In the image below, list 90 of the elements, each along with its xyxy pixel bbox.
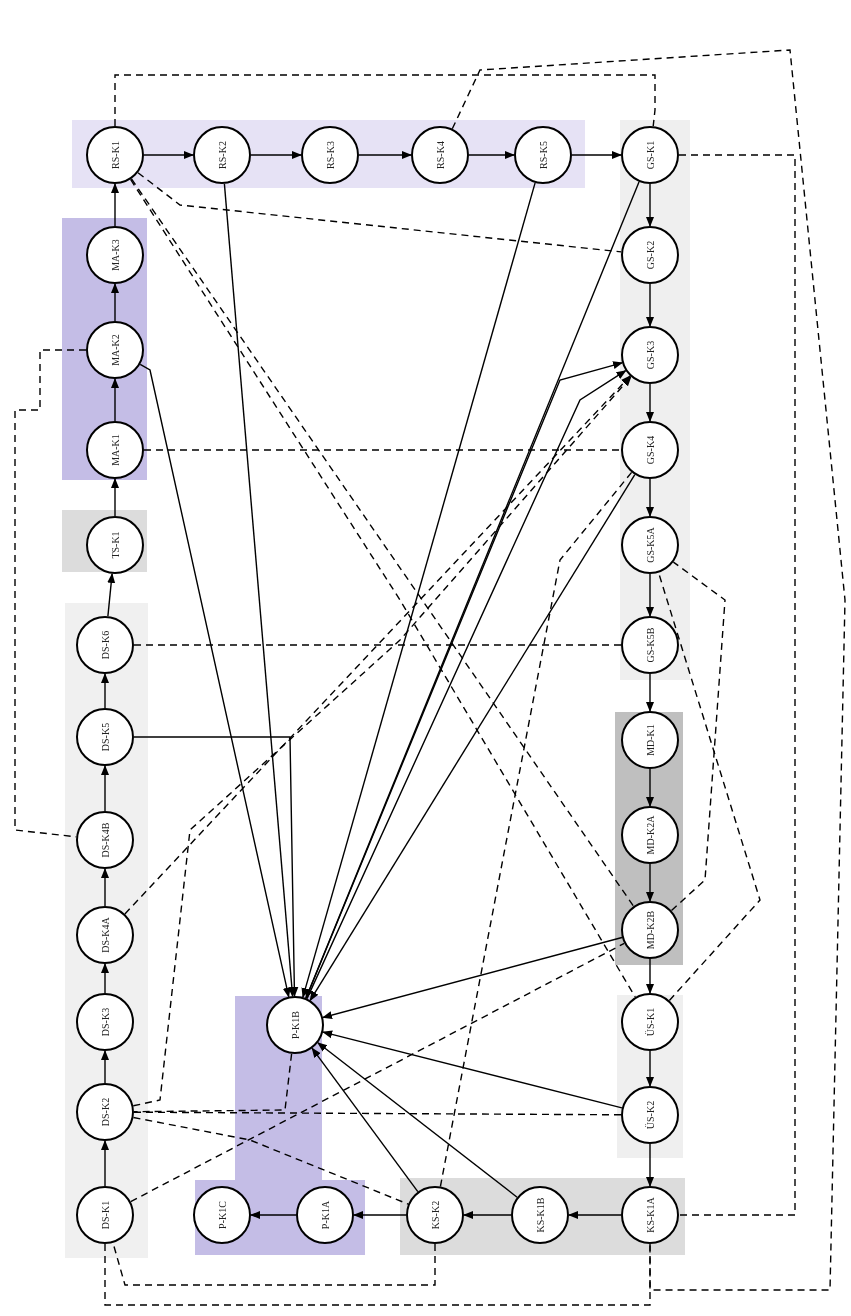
dashed-connector	[130, 942, 625, 1203]
arrow	[646, 1050, 654, 1087]
arrow	[111, 478, 119, 517]
node-label: GS-K3	[644, 340, 656, 370]
node-label: GS-K5B	[644, 627, 656, 663]
arrow	[133, 736, 299, 997]
node-label: RS-K5	[537, 141, 549, 169]
dashed-connector	[104, 1243, 651, 1306]
arrow	[322, 936, 623, 1020]
node-label: TS-K1	[109, 531, 121, 559]
dashed-connector	[133, 644, 622, 646]
arrow	[463, 1211, 512, 1219]
node-label: DS-K1	[99, 1200, 111, 1230]
arrow	[646, 1143, 654, 1187]
node-label: DS-K6	[99, 630, 111, 660]
node-label: DS-K4B	[99, 822, 111, 858]
arrow	[353, 1211, 407, 1219]
node-label: MD-K1	[644, 724, 656, 756]
dashed-connector	[14, 349, 87, 838]
node-label: DS-K4A	[99, 917, 111, 953]
dashed-connector	[439, 471, 633, 1188]
dashed-connector	[451, 49, 846, 1291]
arrow	[646, 383, 654, 422]
arrow	[646, 673, 654, 712]
arrow	[317, 1042, 518, 1198]
arrow	[223, 183, 296, 998]
arrow	[111, 183, 119, 227]
node-label: KS-K2	[429, 1200, 441, 1230]
node-label: MA-K3	[109, 239, 121, 271]
arrow	[111, 378, 119, 422]
arrow	[568, 1211, 622, 1219]
node-label: RS-K3	[324, 141, 336, 169]
dashed-connector	[132, 376, 632, 1107]
arrow	[646, 283, 654, 327]
arrow	[107, 572, 116, 617]
arrow	[111, 283, 119, 322]
arrow	[143, 151, 194, 159]
dashed-connector	[132, 1116, 409, 1205]
node-label: RS-K4	[434, 141, 446, 169]
node-label: DS-K5	[99, 722, 111, 752]
arrow	[646, 478, 654, 517]
arrow	[250, 1211, 297, 1219]
dashed-connector	[678, 154, 796, 1216]
node-label: P-K1A	[319, 1200, 331, 1230]
node-label: MD-K2A	[644, 815, 656, 855]
arrow	[468, 151, 515, 159]
node-label: MA-K1	[109, 434, 121, 466]
dashed-connector	[133, 1053, 293, 1113]
arrow	[358, 151, 412, 159]
arrow	[139, 363, 291, 998]
arrow	[309, 474, 636, 1002]
arrow	[646, 958, 654, 994]
dashed-connector	[137, 172, 622, 253]
node-label: ÜS-K1	[644, 1007, 656, 1037]
arrow	[322, 1030, 623, 1109]
arrow	[646, 768, 654, 807]
node-label: DS-K2	[99, 1097, 111, 1127]
arrow	[101, 868, 109, 907]
arrow	[571, 151, 622, 159]
arrow	[101, 1140, 109, 1187]
dashed-connector	[114, 74, 656, 127]
arrow	[101, 963, 109, 994]
node-label: GS-K2	[644, 240, 656, 270]
node-label: P-K1B	[289, 1011, 301, 1039]
node-label: KS-K1A	[644, 1197, 656, 1233]
dashed-connector	[143, 449, 622, 451]
arrow	[646, 573, 654, 617]
dashed-connector	[670, 561, 726, 912]
dashed-connector	[112, 1242, 436, 1286]
dashed-connector	[124, 375, 631, 915]
node-label: ÜS-K2	[644, 1100, 656, 1130]
arrow	[311, 1047, 419, 1193]
node-label: MA-K2	[109, 334, 121, 366]
arrow	[101, 765, 109, 812]
node-label: GS-K4	[644, 435, 656, 465]
node-label: MD-K2B	[644, 910, 656, 950]
node-label: KS-K1B	[534, 1197, 546, 1233]
node-label: P-K1C	[216, 1201, 228, 1229]
node-label: RS-K1	[109, 141, 121, 169]
node-label: GS-K1	[644, 140, 656, 170]
dashed-connector	[133, 1111, 622, 1116]
node-label: RS-K2	[216, 141, 228, 169]
arrow	[101, 1050, 109, 1084]
arrow	[250, 151, 302, 159]
arrow	[646, 183, 654, 227]
node-label: GS-K5A	[644, 527, 656, 563]
arrow	[646, 863, 654, 902]
arrow	[101, 673, 109, 709]
node-label: DS-K3	[99, 1007, 111, 1037]
arrow	[301, 182, 536, 999]
